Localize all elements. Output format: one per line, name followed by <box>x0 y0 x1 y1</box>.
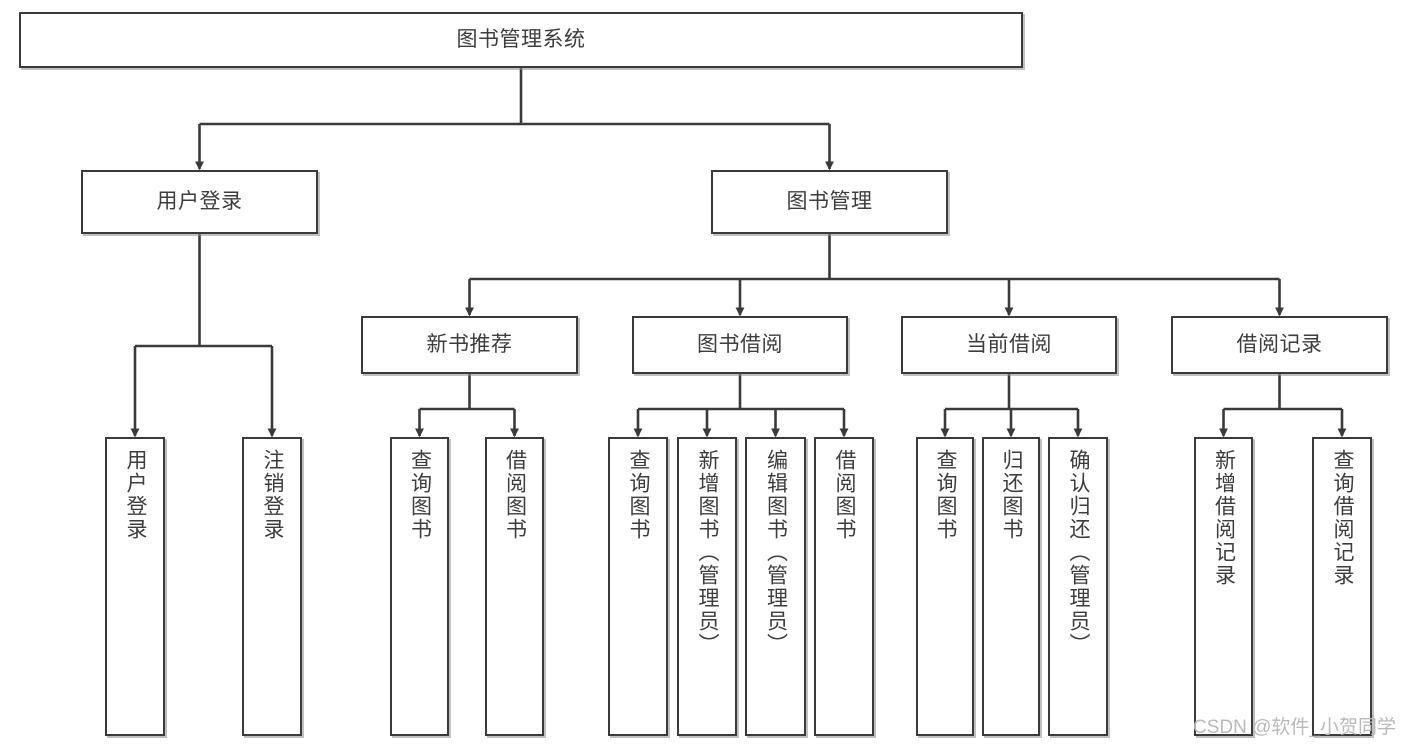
node-label: 新书推荐 <box>426 332 513 356</box>
node-leaf-query-book-borrow[interactable]: 查询图书 <box>608 437 668 736</box>
node-label: 借阅图书 <box>503 449 527 541</box>
node-leaf-user-login[interactable]: 用户登录 <box>105 437 165 736</box>
node-label: 新增图书（管理员） <box>696 449 720 656</box>
node-leaf-add-borrow-record[interactable]: 新增借阅记录 <box>1194 437 1253 736</box>
node-leaf-lend-book[interactable]: 借阅图书 <box>814 437 874 736</box>
node-label: 注销登录 <box>261 449 285 541</box>
node-leaf-borrow-book-rec[interactable]: 借阅图书 <box>485 437 544 736</box>
node-leaf-query-borrow-record[interactable]: 查询借阅记录 <box>1312 437 1372 736</box>
node-label: 查询图书 <box>408 449 432 541</box>
node-new-book-recommendation[interactable]: 新书推荐 <box>361 316 578 374</box>
node-user-login[interactable]: 用户登录 <box>81 170 318 234</box>
node-label: 图书管理 <box>786 189 873 213</box>
node-leaf-return-book[interactable]: 归还图书 <box>982 437 1040 736</box>
node-label: 查询图书 <box>627 449 651 541</box>
node-label: 图书借阅 <box>697 332 783 356</box>
csdn-watermark: CSDN @软件_小贺同学 <box>1193 717 1396 738</box>
node-root-system[interactable]: 图书管理系统 <box>19 12 1023 68</box>
node-leaf-confirm-return-admin[interactable]: 确认归还（管理员） <box>1048 437 1108 736</box>
node-book-management[interactable]: 图书管理 <box>711 170 948 234</box>
node-label: 借阅记录 <box>1236 332 1323 356</box>
node-label: 确认归还（管理员） <box>1067 449 1091 656</box>
node-leaf-user-logout[interactable]: 注销登录 <box>242 437 302 736</box>
node-label: 用户登录 <box>156 189 243 213</box>
node-label: 查询图书 <box>934 449 958 541</box>
node-label: 归还图书 <box>1000 449 1024 541</box>
node-label: 借阅图书 <box>833 449 857 541</box>
node-label: 编辑图书（管理员） <box>764 449 788 656</box>
node-label: 新增借阅记录 <box>1212 449 1236 587</box>
node-leaf-query-book-rec[interactable]: 查询图书 <box>390 437 449 736</box>
node-label: 查询借阅记录 <box>1331 449 1355 587</box>
node-leaf-edit-book-admin[interactable]: 编辑图书（管理员） <box>745 437 806 736</box>
node-leaf-add-book-admin[interactable]: 新增图书（管理员） <box>677 437 737 736</box>
node-current-borrow[interactable]: 当前借阅 <box>901 316 1117 374</box>
node-label: 图书管理系统 <box>456 27 586 51</box>
node-label: 用户登录 <box>124 449 148 541</box>
node-book-borrow[interactable]: 图书借阅 <box>632 316 848 374</box>
node-leaf-query-book-current[interactable]: 查询图书 <box>916 437 974 736</box>
node-borrow-record[interactable]: 借阅记录 <box>1171 316 1388 374</box>
node-label: 当前借阅 <box>966 332 1052 356</box>
